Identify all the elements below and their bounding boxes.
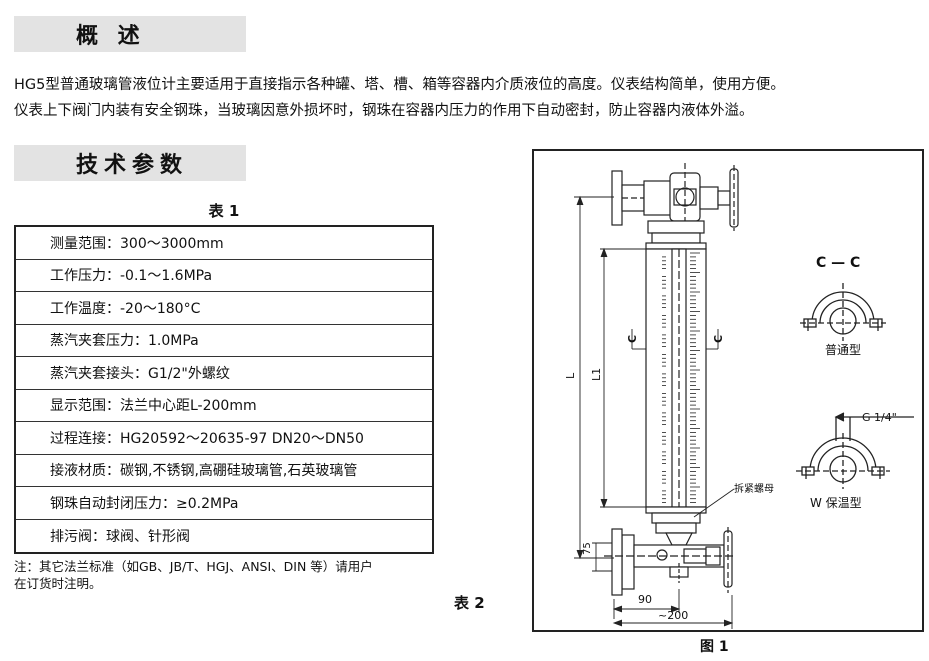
spec-note-line-2: 在订货时注明。 xyxy=(14,576,102,591)
spec-row-process-connection: 过程连接：HG20592～20635-97 DN20～DN50 xyxy=(16,422,432,455)
label-dim-75: 75 xyxy=(582,542,593,555)
dimension-lines xyxy=(574,195,735,629)
figure-1-caption: 图 1 xyxy=(700,639,729,655)
label-dim-200: ~200 xyxy=(658,609,688,622)
label-lock-nut: 拆紧螺母 xyxy=(734,482,774,495)
section-insulated-icon xyxy=(796,412,914,489)
overview-title: 概 述 xyxy=(76,24,146,49)
spec-note: 注：其它法兰标准（如GB、JB/T、HGJ、ANSI、DIN 等）请用户 在订货… xyxy=(14,558,439,592)
top-flange-icon xyxy=(611,170,646,226)
spec-note-line-1: 注：其它法兰标准（如GB、JB/T、HGJ、ANSI、DIN 等）请用户 xyxy=(14,559,373,574)
label-L: L xyxy=(564,372,577,379)
overview-heading: 概 述 xyxy=(14,16,246,52)
spec-row-wetted-material: 接液材质：碳钢,不锈钢,高硼硅玻璃管,石英玻璃管 xyxy=(16,455,432,487)
spec-row-range: 测量范围：300～3000mm xyxy=(16,227,432,260)
spec-row-jacket-connector: 蒸汽夹套接头：G1/2"外螺纹 xyxy=(16,357,432,390)
section-normal-icon xyxy=(800,283,886,341)
overview-line-2: 仪表上下阀门内装有安全钢珠，当玻璃因意外损坏时，钢珠在容器内压力的作用下自动密封… xyxy=(14,103,754,119)
overview-line-1: HG5型普通玻璃管液位计主要适用于直接指示各种罐、塔、槽、箱等容器内介质液位的高… xyxy=(14,77,785,93)
label-L1: L1 xyxy=(590,368,603,381)
label-c-left: C xyxy=(626,335,639,343)
section-title: C — C xyxy=(816,255,860,271)
spec-table: 测量范围：300～3000mm 工作压力：-0.1～1.6MPa 工作温度：-2… xyxy=(14,225,434,554)
spec-row-temperature: 工作温度：-20～180°C xyxy=(16,292,432,325)
level-gauge-drawing: L L1 C C 拆紧螺母 75 90 ~200 C — C 普通型 G 1/4… xyxy=(564,163,914,629)
bottom-valve-icon xyxy=(604,506,734,596)
spec-row-ball-seal-pressure: 钢珠自动封闭压力：≥0.2MPa xyxy=(16,487,432,520)
spec-row-jacket-pressure: 蒸汽夹套压力：1.0MPa xyxy=(16,325,432,357)
glass-tube-icon xyxy=(645,248,707,508)
figure-1-frame: L L1 C C 拆紧螺母 75 90 ~200 C — C 普通型 G 1/4… xyxy=(532,149,924,632)
table-1-caption: 表 1 xyxy=(208,202,240,220)
label-c-right: C xyxy=(712,335,725,343)
specs-title: 技术参数 xyxy=(76,153,189,178)
table-2-caption: 表 2 xyxy=(454,594,485,612)
spec-row-drain-valve: 排污阀：球阀、针形阀 xyxy=(50,528,190,545)
specs-heading: 技术参数 xyxy=(14,145,246,181)
overview-paragraph: HG5型普通玻璃管液位计主要适用于直接指示各种罐、塔、槽、箱等容器内介质液位的高… xyxy=(14,72,924,124)
spec-row-pressure: 工作压力：-0.1～1.6MPa xyxy=(16,260,432,292)
scale-ticks xyxy=(662,252,700,504)
label-type-insulated: W 保温型 xyxy=(810,496,862,510)
top-valve-icon xyxy=(643,163,739,250)
spec-row-display-range: 显示范围：法兰中心距L-200mm xyxy=(16,390,432,422)
label-type-normal: 普通型 xyxy=(825,343,861,357)
label-dim-90: 90 xyxy=(638,593,652,606)
